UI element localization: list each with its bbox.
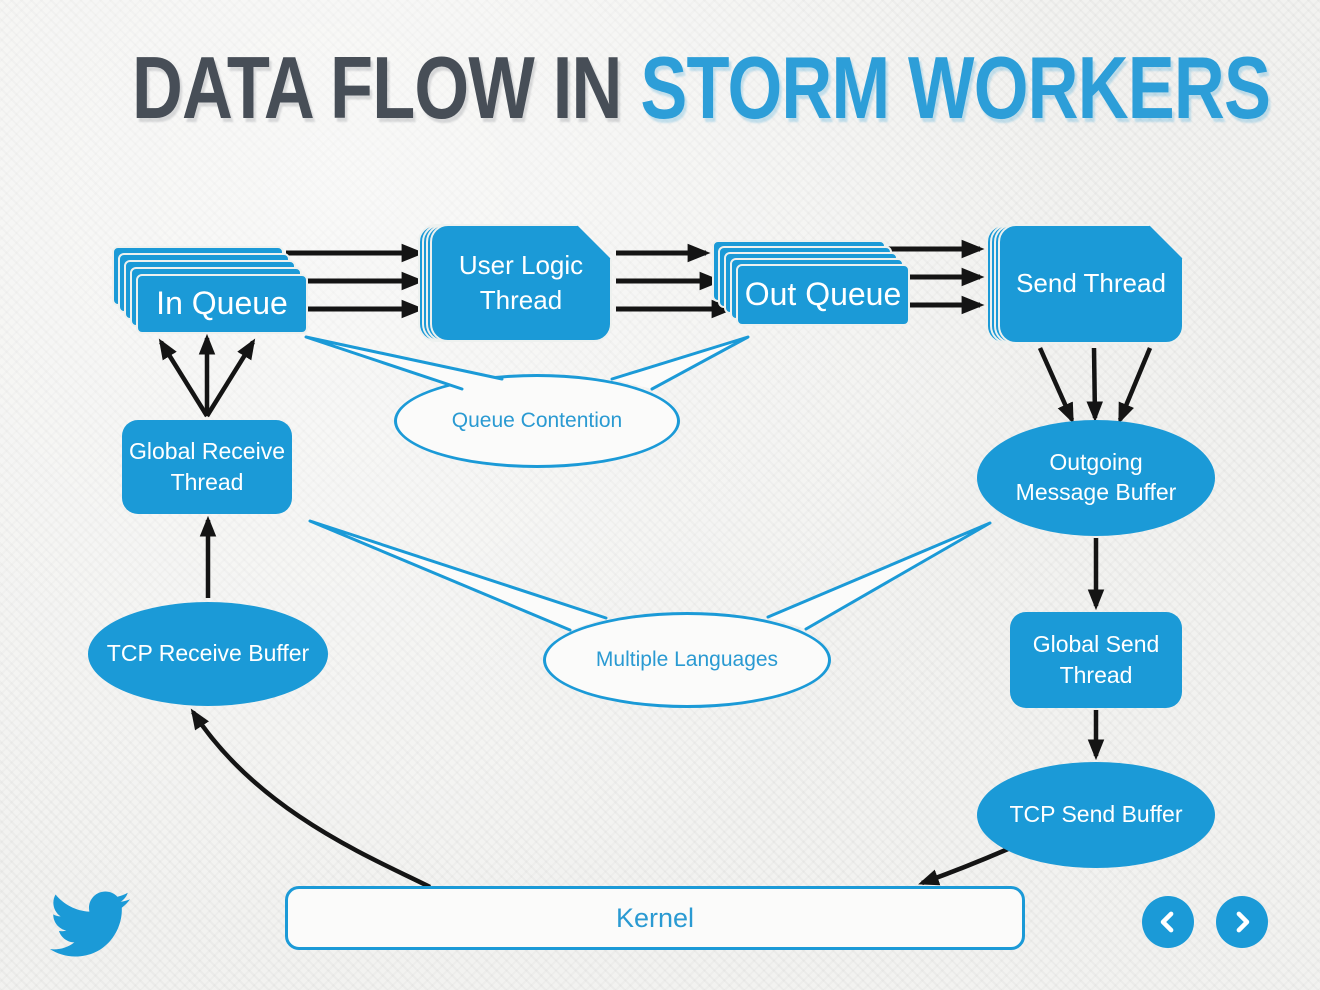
- queue-contention-callout: Queue Contention: [394, 374, 680, 468]
- out-queue-label: Out Queue: [744, 276, 902, 313]
- arrow-global-receive-to-in-queue-1: [158, 338, 209, 418]
- outgoing-message-buffer-node: Outgoing Message Buffer: [977, 420, 1215, 536]
- arrow-tcp-send-to-kernel: [918, 846, 1009, 886]
- next-slide-button[interactable]: [1216, 896, 1268, 948]
- tcp-send-buffer-node: TCP Send Buffer: [977, 762, 1215, 868]
- arrow-send-thread-to-outgoing-2: [1086, 347, 1104, 423]
- kernel-node: Kernel: [285, 886, 1025, 950]
- user-logic-card-front: User Logic Thread: [430, 224, 612, 342]
- arrow-send-thread-to-outgoing-1: [1037, 347, 1075, 424]
- chevron-left-icon: [1160, 911, 1174, 933]
- in-queue-label: In Queue: [156, 285, 288, 322]
- prev-slide-button[interactable]: [1142, 896, 1194, 948]
- twitter-bird-icon: [40, 884, 140, 964]
- arrow-kernel-to-tcp-receive: [190, 708, 432, 890]
- arrow-send-thread-to-outgoing-3: [1117, 347, 1153, 424]
- in-queue-card-front: In Queue: [136, 274, 308, 334]
- page-title: DATA FLOW IN STORM WORKERS: [132, 41, 1271, 134]
- title-highlight: STORM WORKERS: [640, 38, 1271, 137]
- chevron-right-icon: [1236, 911, 1250, 933]
- title-prefix: DATA FLOW IN: [132, 38, 641, 137]
- out-queue-card-front: Out Queue: [736, 264, 910, 326]
- user-logic-thread-label: User Logic Thread: [458, 249, 584, 315]
- multiple-languages-callout: Multiple Languages: [543, 612, 831, 708]
- global-receive-thread-node: Global Receive Thread: [122, 420, 292, 514]
- global-send-thread-node: Global Send Thread: [1010, 612, 1182, 708]
- send-thread-label: Send Thread: [1016, 268, 1166, 299]
- arrow-global-receive-to-in-queue-3: [205, 338, 256, 418]
- tcp-receive-buffer-node: TCP Receive Buffer: [88, 602, 328, 706]
- send-thread-card-front: Send Thread: [998, 224, 1184, 344]
